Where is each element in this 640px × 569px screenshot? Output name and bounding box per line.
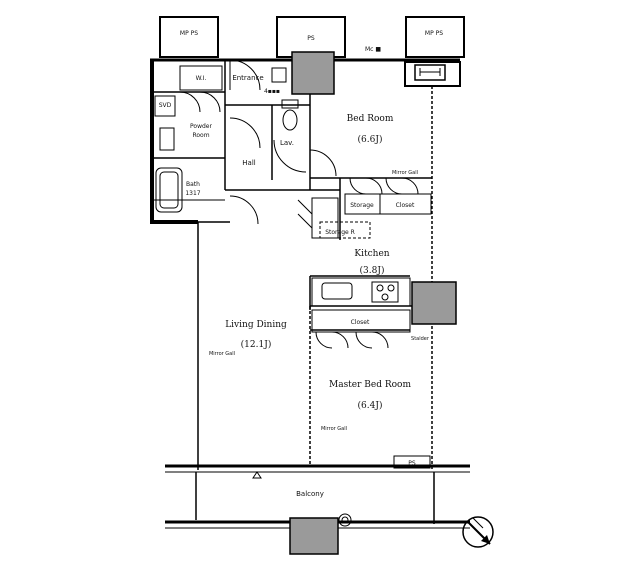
mirror-master-label: Mirror Gall	[321, 426, 347, 432]
wic-lower-label: W.I.	[196, 75, 207, 82]
closet-master-label: Closet	[351, 319, 370, 326]
entrance-label: Entrance	[232, 74, 263, 82]
svd-label: SVD	[159, 102, 172, 109]
north-arrow-icon	[462, 516, 494, 548]
structural-columns	[289, 51, 457, 555]
pipe-shaft-right: MP PS	[405, 16, 465, 58]
bath-label-2: 1317	[185, 190, 200, 197]
balcony-label: Balcony	[296, 490, 324, 498]
bed-room-closet	[344, 177, 432, 215]
bed-room-label: Bed Room	[347, 114, 394, 124]
ps-balcony-label: PS	[408, 460, 416, 467]
mirror-bed-label: Mirror Gall	[392, 170, 418, 176]
mp-ps-left-label: MP PS	[180, 30, 198, 37]
closet-bed-label: Closet	[396, 202, 415, 209]
bath-label-1: Bath	[186, 181, 200, 188]
entrance-area	[229, 59, 337, 225]
pipe-shaft-top: PS	[276, 16, 346, 58]
mp-ps-right-label: MP PS	[425, 30, 443, 37]
master-closet	[311, 309, 411, 349]
powder-room-label-1: Powder	[190, 123, 212, 130]
wardrobe-master-label: Stalder	[411, 336, 430, 342]
kitchen-label: Kitchen	[354, 249, 389, 259]
entrance-mark: 4▪▪▪	[264, 88, 280, 95]
mc-label: Mc ■	[365, 46, 381, 53]
bed-room-size: (6.6J)	[358, 134, 383, 145]
master-bed-room-size: (6.4J)	[358, 400, 383, 411]
living-dining-size: (12.1J)	[241, 339, 272, 350]
storage-bed-label: Storage	[350, 202, 374, 209]
mirror-left-label: Mirror Gall	[209, 351, 235, 357]
wet-area	[150, 65, 225, 213]
kitchen-counter	[311, 277, 411, 307]
top-windows	[340, 59, 461, 87]
balcony-details	[252, 455, 431, 527]
hall-label: Hall	[242, 159, 255, 167]
ps-label: PS	[307, 35, 315, 42]
lav-label: Lav.	[280, 139, 294, 147]
kitchen-size: (3.8J)	[360, 265, 385, 276]
storage-kitchen-label: Storage R	[325, 229, 355, 236]
pipe-shaft-left: MP PS	[159, 16, 219, 58]
living-dining-label: Living Dining	[225, 320, 287, 330]
master-bed-room-label: Master Bed Room	[329, 380, 411, 390]
powder-room-label-2: Room	[192, 132, 209, 139]
kitchen-storage	[297, 197, 371, 239]
